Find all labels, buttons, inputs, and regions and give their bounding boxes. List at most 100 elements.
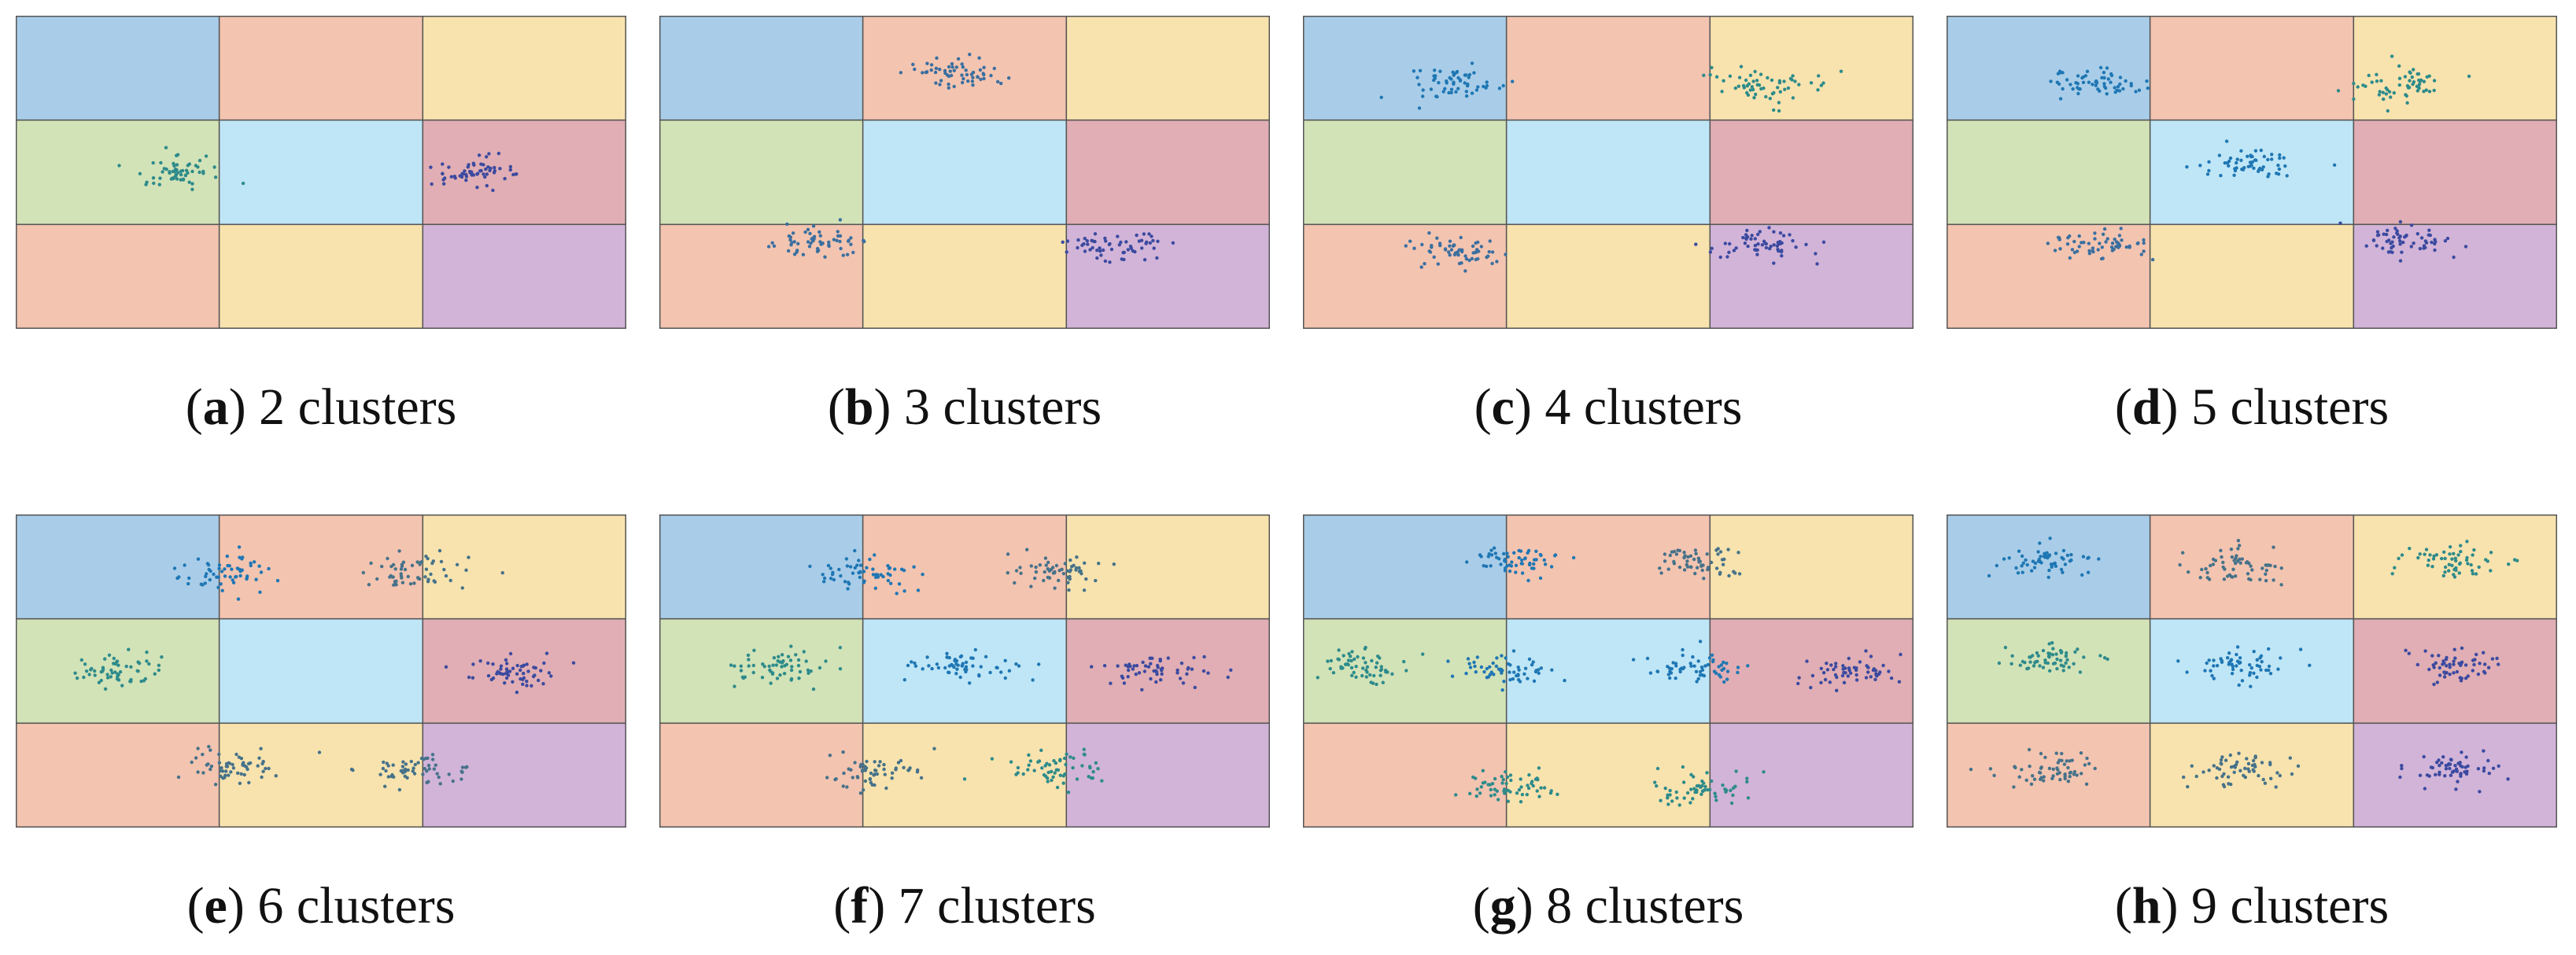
data-point — [2239, 149, 2243, 153]
data-point — [1726, 548, 1730, 551]
data-point — [970, 79, 975, 83]
data-point — [499, 667, 503, 671]
data-point — [1721, 783, 1725, 787]
data-point — [2278, 773, 2282, 778]
data-point — [2238, 544, 2242, 548]
data-point — [2031, 559, 2035, 563]
data-point — [2232, 173, 2236, 177]
data-point — [139, 679, 143, 684]
grid-cell-r0c1 — [862, 16, 1068, 121]
data-point — [1349, 654, 1353, 658]
data-point — [2428, 553, 2432, 557]
data-point — [2215, 776, 2219, 780]
data-point — [2235, 157, 2239, 161]
data-point — [1116, 234, 1120, 238]
scatter-plot — [659, 514, 1270, 828]
data-point — [460, 770, 464, 774]
data-point — [1354, 665, 1358, 669]
data-point — [1478, 553, 1482, 557]
data-point — [261, 769, 265, 773]
data-point — [1833, 665, 1838, 669]
data-point — [830, 573, 835, 577]
data-point — [2512, 558, 2517, 562]
data-point — [2211, 562, 2216, 566]
data-point — [1514, 563, 1519, 567]
data-point — [1819, 666, 1823, 670]
data-point — [1658, 566, 1662, 570]
data-point — [1508, 569, 1512, 573]
data-point — [853, 566, 857, 570]
data-point — [2229, 548, 2234, 551]
plot-frame — [659, 514, 1270, 828]
data-point — [1666, 673, 1670, 677]
data-point — [201, 752, 205, 757]
data-point — [367, 583, 371, 587]
grid-cell-r2c2 — [1709, 223, 1914, 329]
data-point — [1497, 87, 1502, 90]
data-point — [2050, 776, 2054, 780]
data-point — [2398, 239, 2402, 243]
data-point — [2042, 779, 2046, 783]
data-point — [467, 675, 471, 680]
data-point — [1745, 228, 1749, 233]
data-point — [533, 673, 537, 677]
data-point — [2029, 569, 2034, 573]
data-point — [2424, 88, 2428, 92]
data-point — [1705, 552, 1709, 556]
data-point — [1899, 652, 1902, 657]
data-point — [1456, 253, 1460, 257]
data-point — [385, 761, 389, 765]
data-point — [2308, 663, 2312, 667]
data-point — [230, 567, 234, 571]
data-point — [1137, 671, 1142, 675]
data-point — [478, 659, 482, 663]
data-point — [1490, 261, 1494, 266]
data-point — [112, 662, 116, 666]
data-point — [101, 666, 105, 669]
data-point — [869, 780, 873, 785]
data-point — [170, 176, 175, 180]
data-point — [1094, 761, 1098, 765]
data-point — [1847, 656, 1851, 661]
data-point — [2063, 562, 2068, 566]
data-point — [1833, 673, 1838, 677]
data-point — [1046, 567, 1050, 571]
data-point — [1520, 792, 1525, 797]
data-point — [1745, 776, 1749, 780]
data-point — [2473, 658, 2477, 662]
data-point — [1417, 83, 1421, 87]
data-point — [2375, 72, 2379, 77]
data-point — [2118, 76, 2123, 79]
data-point — [1872, 667, 1876, 671]
data-point — [2081, 80, 2086, 85]
data-point — [2212, 677, 2216, 680]
data-point — [533, 666, 537, 670]
data-point — [237, 755, 242, 759]
data-point — [1006, 552, 1010, 556]
data-point — [1043, 570, 1046, 574]
data-point — [2452, 551, 2456, 555]
data-point — [947, 670, 951, 675]
data-point — [1736, 84, 1740, 88]
data-point — [1137, 239, 1142, 243]
data-point — [2046, 575, 2050, 580]
caption: (e) 6 clusters — [186, 877, 456, 935]
data-point — [2427, 667, 2431, 672]
data-point — [2055, 80, 2059, 84]
data-point — [83, 662, 87, 666]
data-point — [1655, 669, 1660, 673]
data-point — [883, 772, 887, 776]
data-point — [1116, 664, 1120, 668]
data-point — [896, 761, 901, 765]
data-point — [2409, 245, 2413, 249]
data-point — [2430, 240, 2434, 245]
scatter-plot — [1303, 16, 1914, 329]
data-point — [865, 566, 869, 570]
data-point — [120, 684, 124, 688]
data-point — [1090, 238, 1094, 242]
data-point — [1088, 248, 1092, 252]
data-point — [832, 577, 836, 582]
data-point — [1152, 246, 1156, 250]
data-point — [961, 76, 965, 81]
data-point — [157, 668, 161, 673]
